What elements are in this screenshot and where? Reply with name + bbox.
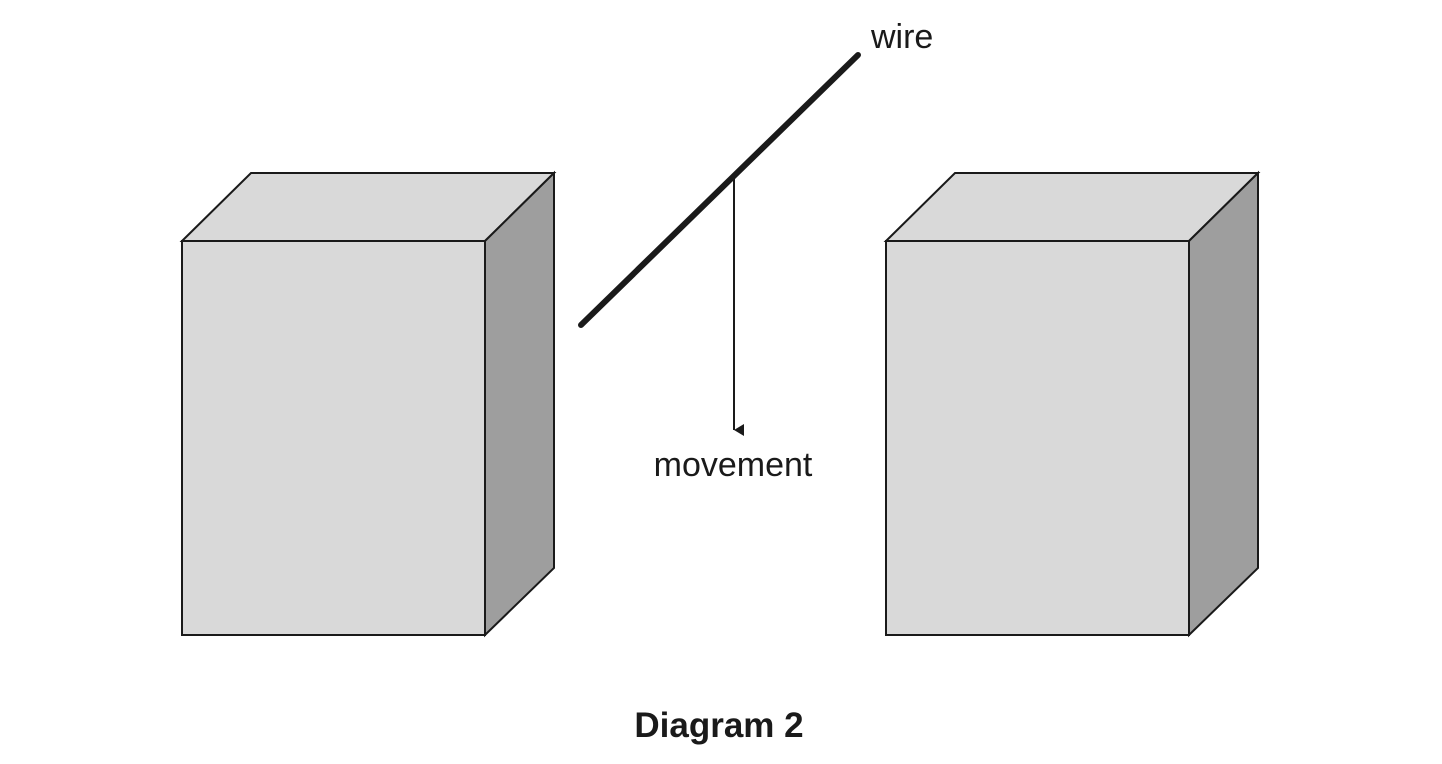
right-block-side-face (1188, 170, 1259, 638)
diagram-caption: Diagram 2 (634, 706, 803, 745)
wire-label: wire (870, 18, 933, 56)
wire (578, 52, 861, 328)
left-block-front-face (181, 240, 486, 636)
left-block (179, 170, 557, 638)
right-block-front-face (885, 240, 1190, 636)
right-block (883, 170, 1261, 638)
movement-label: movement (654, 446, 813, 484)
left-block-side-face (484, 170, 555, 638)
